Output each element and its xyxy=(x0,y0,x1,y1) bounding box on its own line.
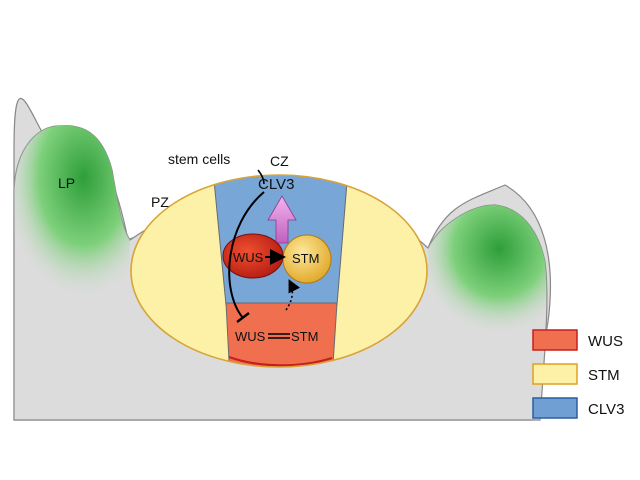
legend-label-stm: STM xyxy=(588,367,620,384)
wus-lower-label: WUS xyxy=(235,329,266,344)
pink-arrow xyxy=(267,195,297,244)
legend: WUS STM CLV3 xyxy=(532,329,624,419)
left-primordium-green xyxy=(14,125,130,300)
legend-label-clv3: CLV3 xyxy=(588,401,624,418)
stm-node-label: STM xyxy=(292,251,319,266)
clv3-inhibition-bar xyxy=(236,312,250,323)
clv3-label: CLV3 xyxy=(258,176,294,193)
cz-label: CZ xyxy=(270,153,289,169)
wus-node-label: WUS xyxy=(233,250,264,265)
legend-swatch-stm xyxy=(532,363,578,385)
stem-cells-label: stem cells xyxy=(168,151,230,167)
dotted-feedback-arrow xyxy=(285,279,301,311)
legend-label-wus: WUS xyxy=(588,333,623,350)
peripheral-zone-outline xyxy=(130,174,428,368)
stm-lower-label: STM xyxy=(291,329,318,344)
organizing-center xyxy=(225,302,338,367)
right-primordium-green xyxy=(428,205,547,330)
pz-label: PZ xyxy=(151,194,169,210)
lp-label: LP xyxy=(58,175,75,191)
stem-cells-pointer xyxy=(257,169,265,185)
legend-swatch-wus xyxy=(532,329,578,351)
clv3-inhibition-line xyxy=(228,191,265,319)
legend-swatch-clv3 xyxy=(532,397,578,419)
organizing-center-rim xyxy=(228,355,333,367)
